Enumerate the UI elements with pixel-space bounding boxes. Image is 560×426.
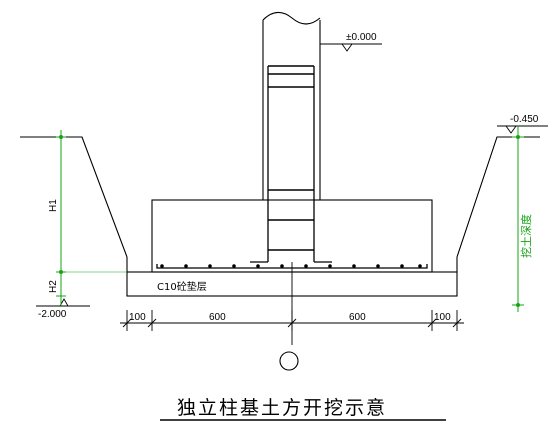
dim-right-half: 600 (349, 312, 366, 323)
elevation-ground-label: -0.450 (510, 114, 539, 125)
column (250, 11, 332, 263)
excavation-outline (20, 136, 540, 272)
horizontal-dimensions (120, 310, 464, 331)
h1-label: H1 (48, 199, 59, 212)
drawing-title: 独立柱基土方开挖示意 (177, 397, 387, 419)
dim-left-half: 600 (209, 312, 226, 323)
left-depth-dimension: H1 H2 (48, 130, 127, 306)
elevation-bottom: -2.000 (36, 298, 90, 320)
elevation-top-label: ±0.000 (346, 32, 377, 43)
h2-label: H2 (48, 280, 59, 293)
right-depth-dimension: 挖土深度 (512, 126, 533, 312)
dim-left-edge: 100 (129, 312, 146, 323)
axis-bubble (279, 351, 299, 371)
elevation-ground: -0.450 (497, 114, 548, 134)
right-slope (456, 136, 540, 258)
rebar-dots (160, 264, 422, 268)
elevation-bottom-label: -2.000 (38, 309, 67, 320)
left-slope (20, 136, 128, 258)
dig-depth-label: 挖土深度 (519, 214, 533, 258)
footing-pad (151, 199, 433, 273)
break-line (262, 11, 321, 25)
dim-right-edge: 100 (434, 312, 451, 323)
elevation-top: ±0.000 (320, 32, 382, 52)
cushion-label: C10砼垫层 (157, 280, 207, 293)
